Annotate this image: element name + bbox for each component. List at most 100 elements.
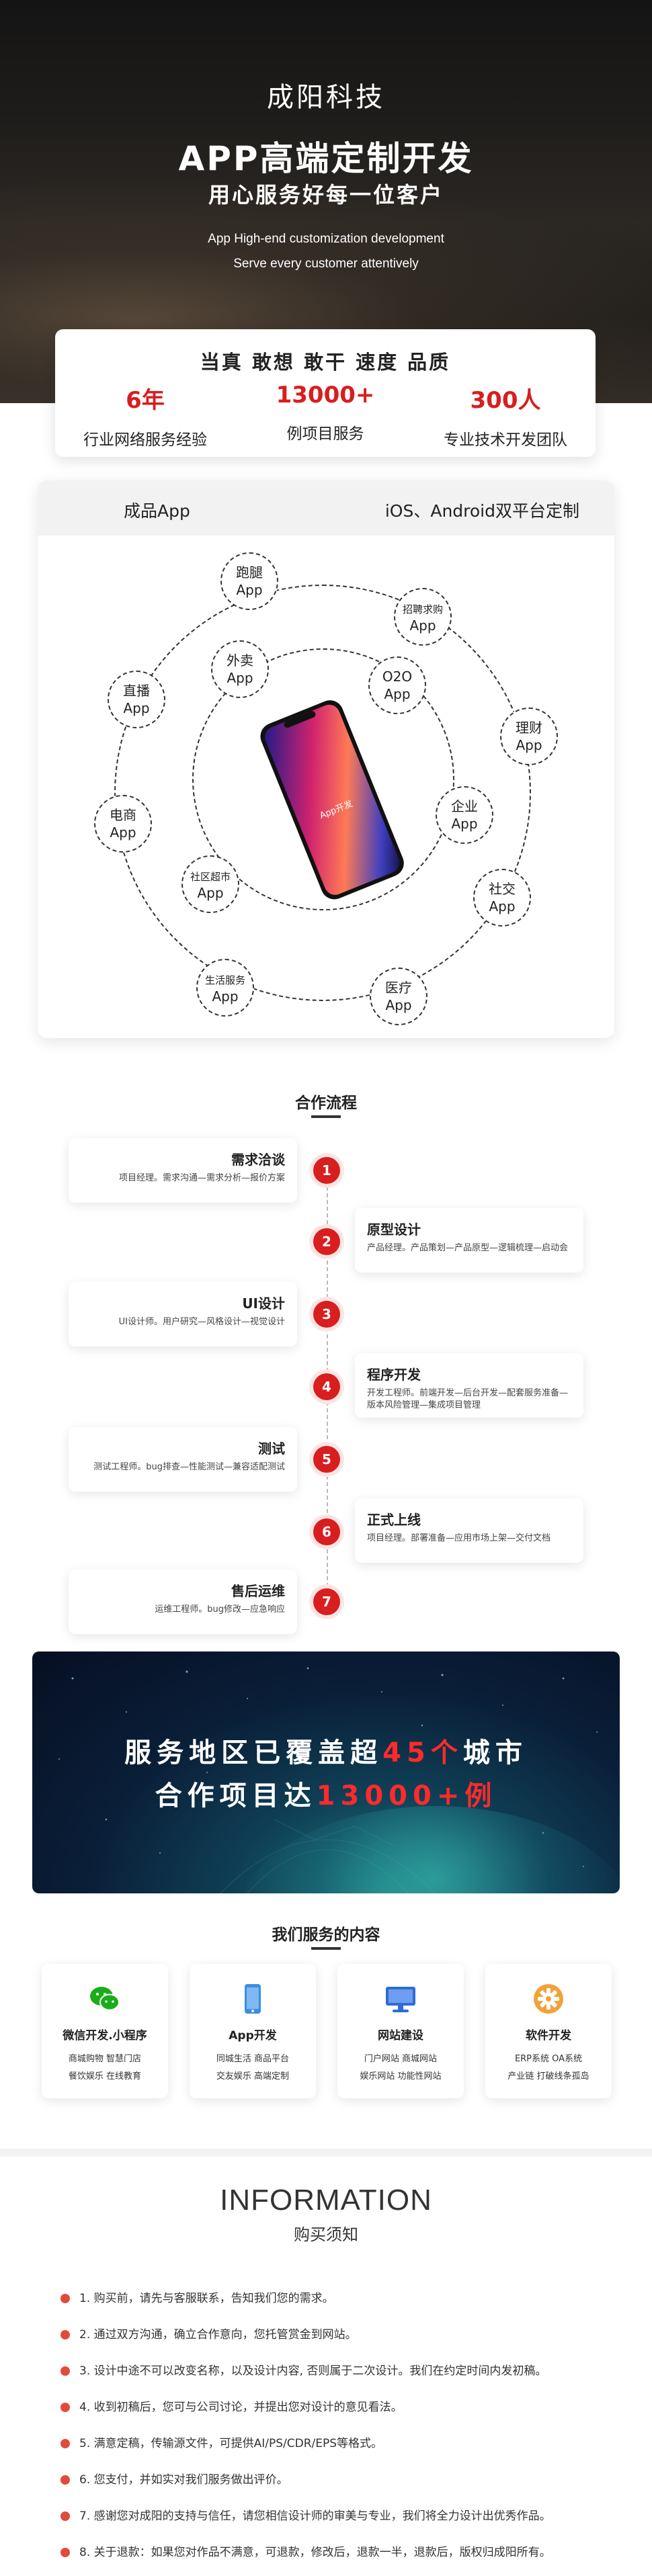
service-features: 商城购物 智慧门店餐饮娱乐 在线教育 [68,2054,142,2081]
process-title: 合作流程 [295,1094,357,1112]
step-title: 原型设计 [367,1221,421,1238]
step-title: UI设计 [242,1295,285,1312]
info-item-5: 5. 满意定稿，传输源文件，可提供AI/PS/CDR/EPS等格式。 [60,2434,382,2450]
stat-label: 专业技术开发团队 [444,431,567,449]
step-desc: 产品经理。产品策划—产品原型—逻辑梳理—启动会 [367,1243,569,1253]
monitor-icon [383,1981,418,2016]
hero-english-line-1: App High-end customization development [208,232,444,246]
step-node-2: 2 [313,1228,340,1255]
platform-title: iOS、Android双平台定制 [384,501,579,521]
service-title: 网站建设 [378,2029,423,2043]
stat-value: 13000+ [276,382,375,409]
step-node-1: 1 [313,1157,340,1184]
service-card-app[interactable]: App开发 同城生活 商品平台交友娱乐 高端定制 [190,1964,316,2098]
services-title: 我们服务的内容 [272,1926,380,1944]
step-node-6: 6 [313,1518,340,1545]
outer-ring [114,585,531,1001]
info-item-4: 4. 收到初稿后，您可与公司讨论，并提出您对设计的意见看法。 [60,2397,403,2414]
company-name: 成阳科技 [267,82,385,113]
stat-value: 300人 [470,387,541,414]
service-features: ERP系统 OA系统产业链 打破线条孤岛 [507,2054,589,2081]
inner-ring [192,648,454,910]
step-node-3: 3 [313,1301,340,1328]
info-item-3: 3. 设计中途不可以改变名称，以及设计内容, 否则属于二次设计。我们在约定时间内… [60,2361,546,2378]
process-card-step-7: 售后运维 运维工程师。bug修改—应急响应 [69,1570,297,1634]
bullet-icon [60,2403,70,2412]
info-item-6: 6. 您支付，并如实对我们服务做出评价。 [60,2470,288,2487]
stats-headline: 当真 敢想 敢干 速度 品质 [200,351,451,374]
process-card-step-4: 程序开发 开发工程师。前端开发—后台开发—配套服务准备—版本风险管理—集成项目管… [355,1353,583,1418]
service-title: App开发 [229,2029,277,2043]
process-card-step-3: UI设计 UI设计师。用户研究—风格设计—视觉设计 [69,1282,297,1346]
stat-experience: 6年 行业网络服务经验 [55,382,235,449]
stat-team: 300人 专业技术开发团队 [415,382,596,449]
step-desc: UI设计师。用户研究—风格设计—视觉设计 [118,1317,285,1327]
bullet-icon [60,2548,70,2557]
information-title: INFORMATION [220,2184,432,2217]
hero-title: APP高端定制开发 [178,139,474,178]
step-node-5: 5 [313,1446,340,1473]
app-types-header: 成品App iOS、Android双平台定制 [38,480,614,535]
step-title: 测试 [258,1441,285,1457]
phone-mockup: App开发 [260,700,404,900]
bullet-icon [60,2475,70,2485]
service-title: 微信开发.小程序 [63,2029,147,2043]
step-desc: 运维工程师。bug修改—应急响应 [155,1604,285,1615]
step-title: 程序开发 [367,1367,421,1383]
service-card-wechat[interactable]: 微信开发.小程序 商城购物 智慧门店餐饮娱乐 在线教育 [42,1964,168,2098]
process-card-step-1: 需求洽谈 项目经理。需求沟通—需求分析—报价方案 [69,1138,297,1203]
process-card-step-2: 原型设计 产品经理。产品策划—产品原型—逻辑梳理—启动会 [355,1208,583,1273]
section-divider [0,2149,652,2157]
stat-value: 6年 [126,387,165,414]
step-node-7: 7 [313,1588,340,1615]
wechat-icon [87,1981,122,2016]
info-item-8: 8. 关于退款：如果您对作品不满意，可退款，修改后，退款一半，退款后，版权归成阳… [60,2542,551,2559]
bullet-icon [60,2366,70,2376]
stat-projects: 13000+ 例项目服务 [235,382,415,443]
step-desc: 测试工程师。bug排查—性能测试—兼容适配测试 [93,1462,285,1472]
mobile-icon [235,1981,270,2016]
process-title-underline [311,1115,341,1118]
step-title: 需求洽谈 [231,1152,285,1168]
stat-label: 例项目服务 [286,425,364,443]
ready-app-title: 成品App [124,501,190,521]
process-card-step-6: 正式上线 项目经理。部署准备—应用市场上架—交付文档 [355,1498,583,1563]
service-card-website[interactable]: 网站建设 门户网站 商城网站娱乐网站 功能性网站 [337,1964,464,2098]
bullet-icon [60,2294,70,2303]
coverage-banner: 服务地区已覆盖超45个城市 合作项目达13000+例 [32,1651,620,1893]
hero-slogan: 用心服务好每一位客户 [208,182,444,208]
info-item-1: 1. 购买前，请先与客服联系，告知我们您的需求。 [60,2288,334,2305]
coverage-line-2: 合作项目达13000+例 [155,1780,497,1811]
hero-english-line-2: Serve every customer attentively [233,257,419,271]
stat-label: 行业网络服务经验 [83,431,207,449]
information-subtitle: 购买须知 [294,2225,358,2244]
step-title: 售后运维 [231,1583,285,1599]
step-desc: 项目经理。部署准备—应用市场上架—交付文档 [367,1533,551,1543]
app-types-card: 成品App iOS、Android双平台定制 App开发 [38,480,614,1038]
gear-icon [531,1981,566,2016]
coverage-line-1: 服务地区已覆盖超45个城市 [124,1737,528,1768]
info-item-2: 2. 通过双方沟通，确立合作意向，您托管赏金到网站。 [60,2325,357,2342]
step-desc: 项目经理。需求沟通—需求分析—报价方案 [118,1173,285,1183]
step-node-4: 4 [313,1373,340,1400]
services-title-underline [311,1947,341,1950]
service-features: 门户网站 商城网站娱乐网站 功能性网站 [360,2054,442,2081]
info-item-7: 7. 感谢您对成阳的支持与信任，请您相信设计师的审美与专业，我们将全力设计出优秀… [60,2506,551,2523]
service-card-software[interactable]: 软件开发 ERP系统 OA系统产业链 打破线条孤岛 [485,1964,612,2098]
service-features: 同城生活 商品平台交友娱乐 高端定制 [216,2054,290,2081]
stats-card: 当真 敢想 敢干 速度 品质 6年 行业网络服务经验 13000+ 例项目服务 … [55,329,596,457]
bullet-icon [60,2511,70,2521]
